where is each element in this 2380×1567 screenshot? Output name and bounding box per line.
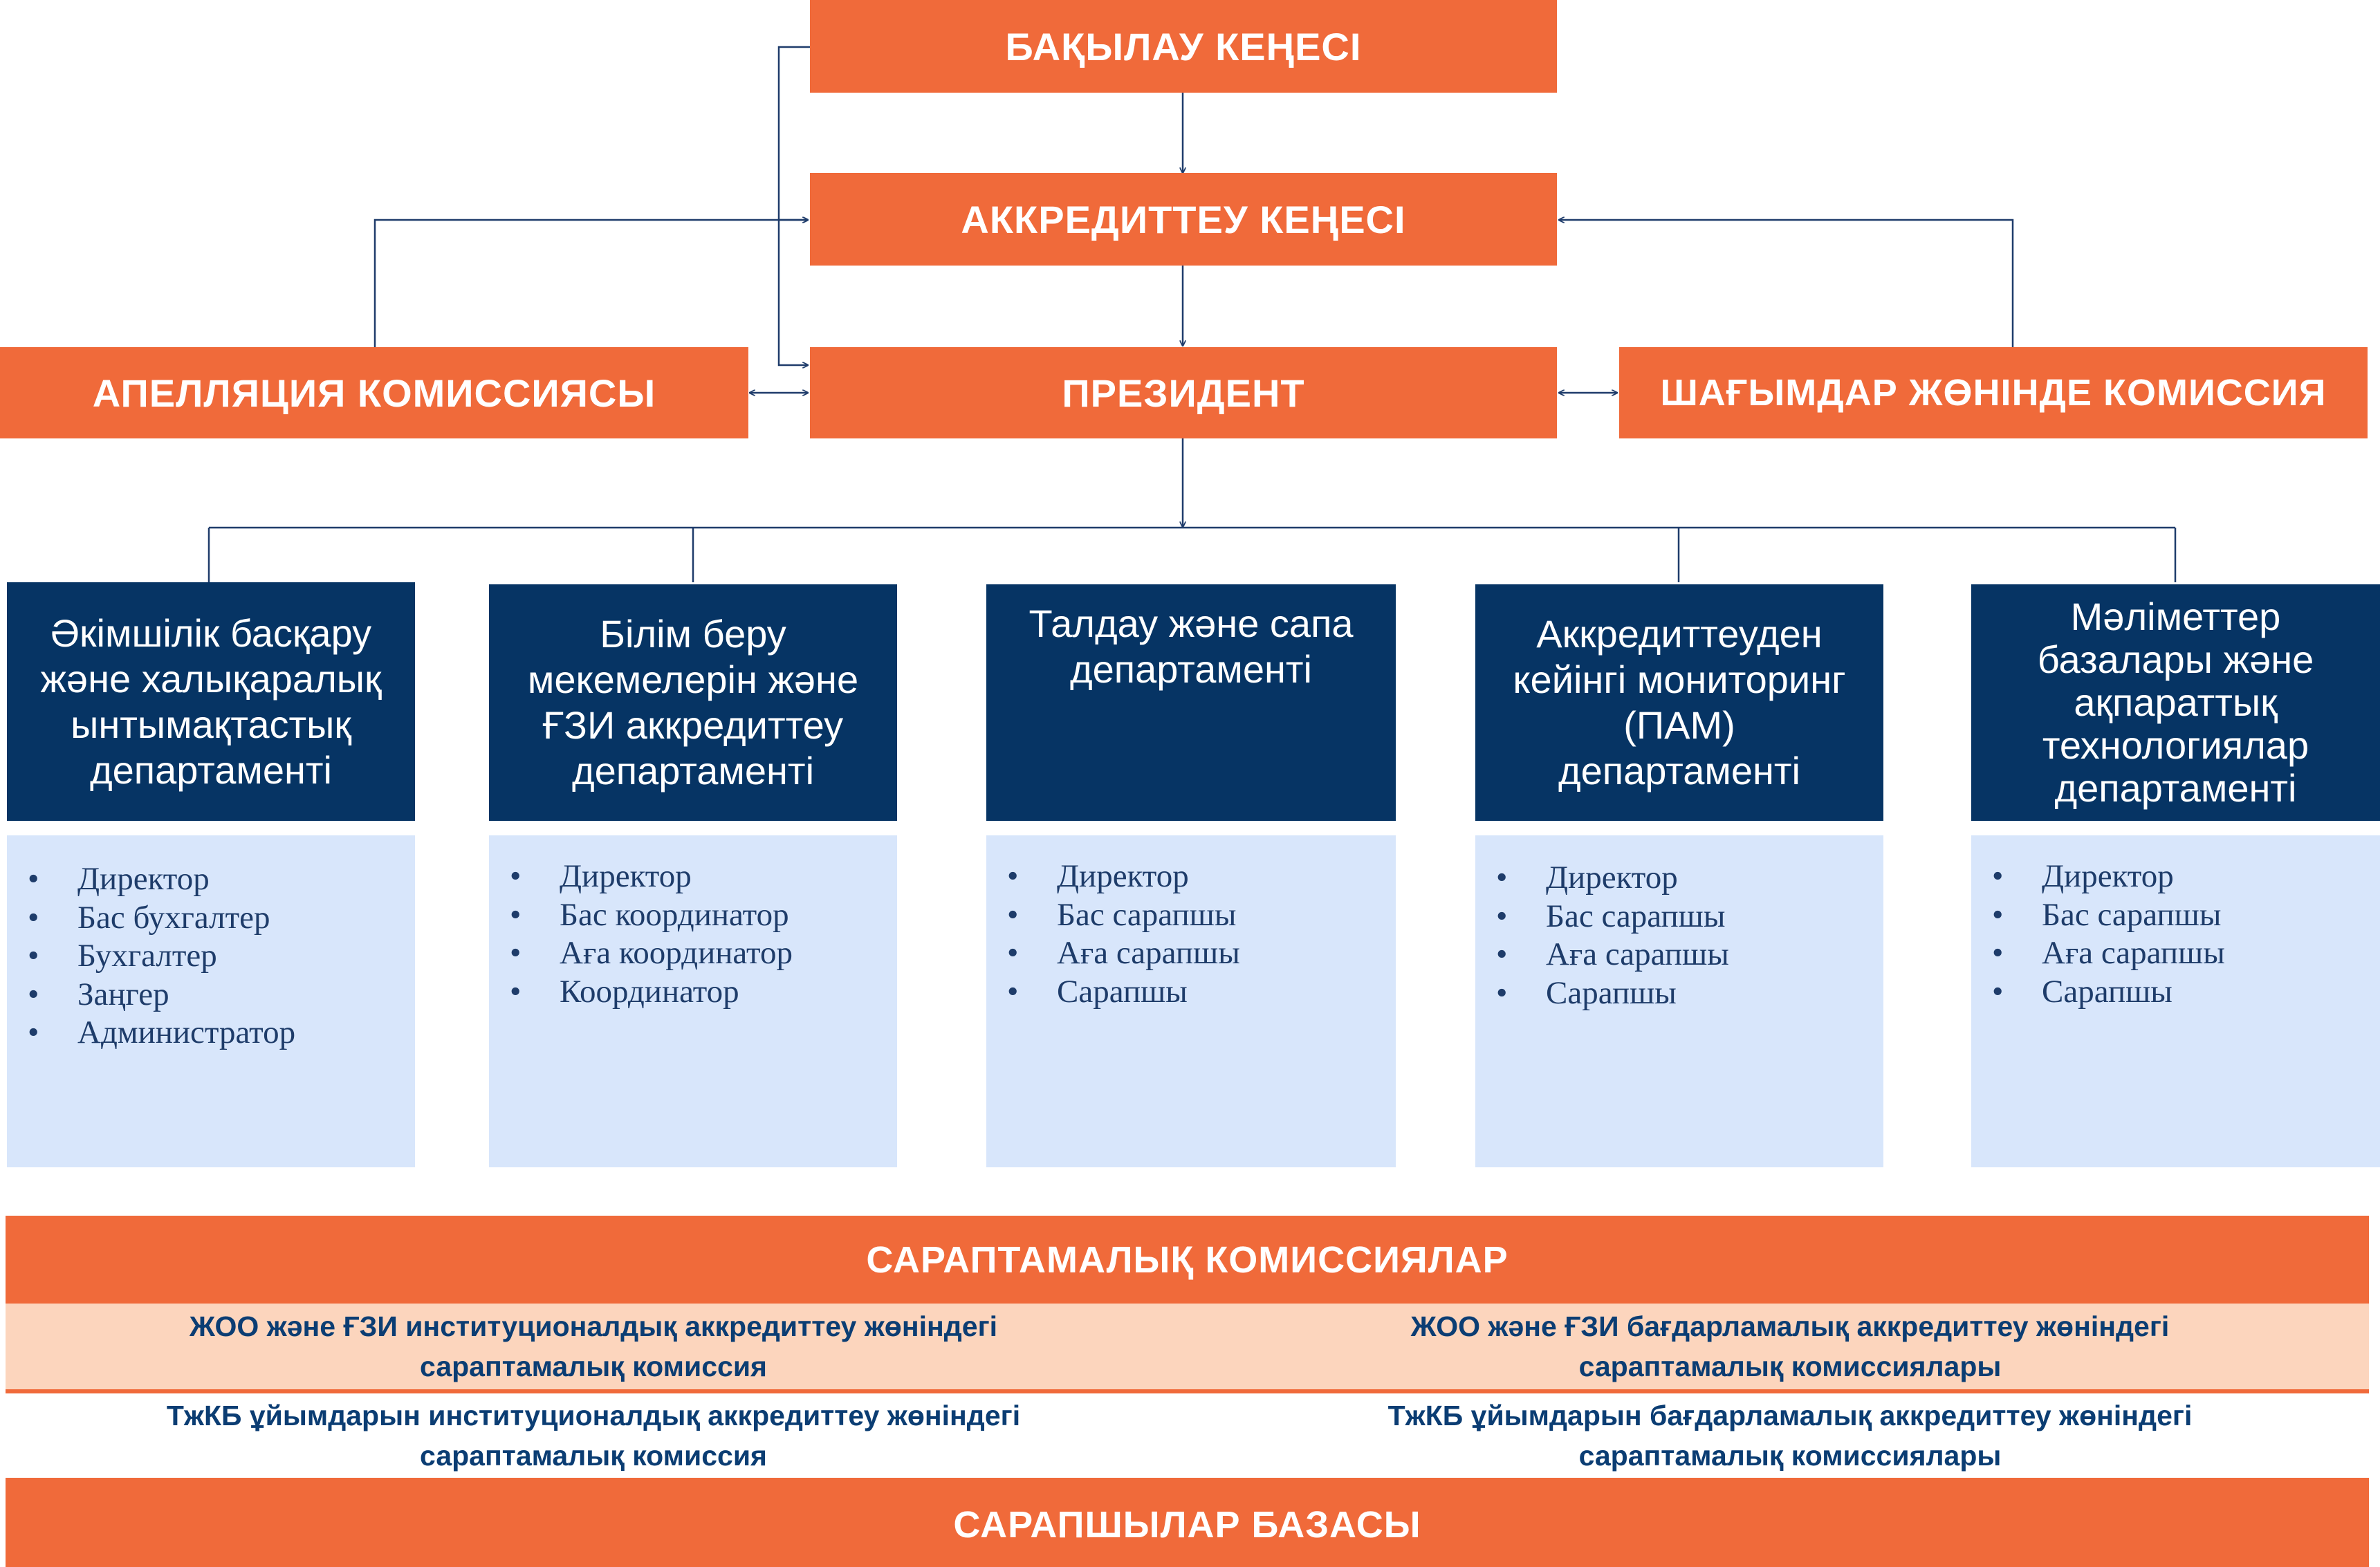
department-title-line: және халықаралық bbox=[40, 656, 382, 701]
staff-item: Бухгалтер bbox=[7, 937, 415, 976]
expert-commissions-row-1: ЖОО және ҒЗИ институционалдық аккредитте… bbox=[6, 1304, 2369, 1389]
staff-item: Аға сарапшы bbox=[1475, 936, 1883, 974]
department-title-4: Аккредиттеуден кейінгі мониторинг (ПАМ) … bbox=[1513, 611, 1845, 794]
programme-hei-commissions: ЖОО және ҒЗИ бағдарламалық аккредиттеу ж… bbox=[1410, 1310, 2170, 1382]
staff-item: Бас сарапшы bbox=[986, 896, 1396, 935]
department-header-2: Білім беру мекемелерін және ҒЗИ аккредит… bbox=[489, 584, 897, 821]
staff-item: Бас сарапшы bbox=[1971, 896, 2380, 935]
line-appeals-to-council bbox=[373, 220, 808, 347]
department-header-5: Мәліметтер базалары және ақпараттық техн… bbox=[1971, 584, 2380, 821]
staff-item: Аға сарапшы bbox=[1971, 934, 2380, 973]
expert-base-box: САРАПШЫЛАР БАЗАСЫ bbox=[6, 1482, 2369, 1567]
department-header-4: Аккредиттеуден кейінгі мониторинг (ПАМ) … bbox=[1475, 584, 1883, 821]
expert-commissions-panel: САРАПТАМАЛЫҚ КОМИССИЯЛАР ЖОО және ҒЗИ ин… bbox=[6, 1216, 2369, 1567]
staff-item: Директор bbox=[1971, 857, 2380, 896]
expert-commissions-title-label: САРАПТАМАЛЫҚ КОМИССИЯЛАР bbox=[866, 1239, 1509, 1281]
department-title-line: Мәліметтер bbox=[2070, 595, 2281, 638]
department-staff-list-1: Директор Бас бухгалтер Бухгалтер Заңгер … bbox=[7, 835, 415, 1167]
department-title-line: департаменті bbox=[89, 748, 332, 792]
staff-item: Бас координатор bbox=[489, 896, 897, 935]
department-title-2: Білім беру мекемелерін және ҒЗИ аккредит… bbox=[528, 611, 858, 794]
department-staff-list-4: Директор Бас сарапшы Аға сарапшы Сарапшы bbox=[1475, 835, 1883, 1167]
expert-commissions-row-2: ТжКБ ұйымдарын институционалдық аккредит… bbox=[6, 1393, 2369, 1478]
department-title-line: Аккредиттеуден bbox=[1536, 612, 1823, 656]
accreditation-council-label: АККРЕДИТТЕУ КЕҢЕСІ bbox=[961, 197, 1406, 241]
president-box: ПРЕЗИДЕНТ bbox=[810, 347, 1557, 438]
department-title-line: департаменті bbox=[571, 749, 815, 792]
department-title-line: кейінгі мониторинг bbox=[1513, 658, 1846, 701]
department-title-line: департаменті bbox=[1558, 749, 1800, 792]
department-header-1: Әкімшілік басқару және халықаралық ынтым… bbox=[7, 582, 415, 821]
department-title-line: ҒЗИ аккредиттеу bbox=[542, 703, 844, 747]
staff-item: Сарапшы bbox=[986, 973, 1396, 1012]
complaints-commission-box: ШАҒЫМДАР ЖӨНІНДЕ КОМИССИЯ bbox=[1619, 347, 2368, 438]
staff-item: Бас сарапшы bbox=[1475, 898, 1883, 936]
department-staff-list-3: Директор Бас сарапшы Аға сарапшы Сарапшы bbox=[986, 835, 1396, 1167]
bracket-board-left bbox=[777, 46, 810, 365]
staff-item: Директор bbox=[986, 857, 1396, 896]
programme-tve-commissions: ТжКБ ұйымдарын бағдарламалық аккредиттеу… bbox=[1387, 1400, 2193, 1472]
department-title-line: Талдау және сапа bbox=[1028, 602, 1354, 645]
department-title-line: ынтымақтастық bbox=[71, 702, 351, 746]
staff-item: Сарапшы bbox=[1971, 973, 2380, 1012]
department-staff-list-5: Директор Бас сарапшы Аға сарапшы Сарапшы bbox=[1971, 835, 2380, 1167]
department-title-line: технологиялар bbox=[2042, 723, 2309, 767]
line-complaints-to-council bbox=[1559, 220, 2014, 347]
staff-item: Директор bbox=[7, 860, 415, 899]
department-title-line: Әкімшілік басқару bbox=[50, 611, 372, 655]
department-title-line: департаменті bbox=[1069, 647, 1312, 691]
staff-item: Сарапшы bbox=[1475, 974, 1883, 1013]
supervisory-board-box: БАҚЫЛАУ КЕҢЕСІ bbox=[810, 0, 1557, 93]
staff-item: Администратор bbox=[7, 1014, 415, 1053]
institutional-hei-commission: ЖОО және ҒЗИ институционалдық аккредитте… bbox=[189, 1310, 998, 1382]
department-staff-list-2: Директор Бас координатор Аға координатор… bbox=[489, 835, 897, 1167]
staff-item: Бас бухгалтер bbox=[7, 899, 415, 938]
staff-item: Аға координатор bbox=[489, 934, 897, 973]
president-label: ПРЕЗИДЕНТ bbox=[1062, 371, 1305, 415]
staff-item: Аға сарапшы bbox=[986, 934, 1396, 973]
department-title-3: Талдау және сапа департаменті bbox=[1028, 601, 1353, 692]
staff-item: Координатор bbox=[489, 973, 897, 1012]
department-title-5: Мәліметтер базалары және ақпараттық техн… bbox=[2038, 595, 2314, 810]
staff-item: Директор bbox=[1475, 859, 1883, 898]
expert-commissions-title: САРАПТАМАЛЫҚ КОМИССИЯЛАР bbox=[6, 1216, 2369, 1304]
supervisory-board-label: БАҚЫЛАУ КЕҢЕСІ bbox=[1005, 24, 1362, 68]
department-title-line: департаменті bbox=[2054, 766, 2297, 810]
institutional-tve-commission: ТжКБ ұйымдарын институционалдық аккредит… bbox=[166, 1400, 1021, 1472]
department-title-line: мекемелерін және bbox=[527, 658, 859, 701]
appeals-commission-label: АПЕЛЛЯЦИЯ КОМИССИЯСЫ bbox=[92, 371, 656, 415]
accreditation-council-box: АККРЕДИТТЕУ КЕҢЕСІ bbox=[810, 173, 1557, 266]
complaints-commission-label: ШАҒЫМДАР ЖӨНІНДЕ КОМИССИЯ bbox=[1660, 372, 2327, 414]
department-header-3: Талдау және сапа департаменті bbox=[986, 584, 1396, 821]
department-title-line: (ПАМ) bbox=[1623, 703, 1735, 747]
department-title-line: базалары және bbox=[2037, 638, 2314, 681]
staff-item: Заңгер bbox=[7, 976, 415, 1014]
staff-item: Директор bbox=[489, 857, 897, 896]
department-title-1: Әкімшілік басқару және халықаралық ынтым… bbox=[40, 611, 381, 793]
department-title-line: Білім беру bbox=[600, 612, 786, 656]
department-title-line: ақпараттық bbox=[2074, 680, 2278, 724]
appeals-commission-box: АПЕЛЛЯЦИЯ КОМИССИЯСЫ bbox=[0, 347, 748, 438]
expert-base-label: САРАПШЫЛАР БАЗАСЫ bbox=[953, 1503, 1421, 1546]
